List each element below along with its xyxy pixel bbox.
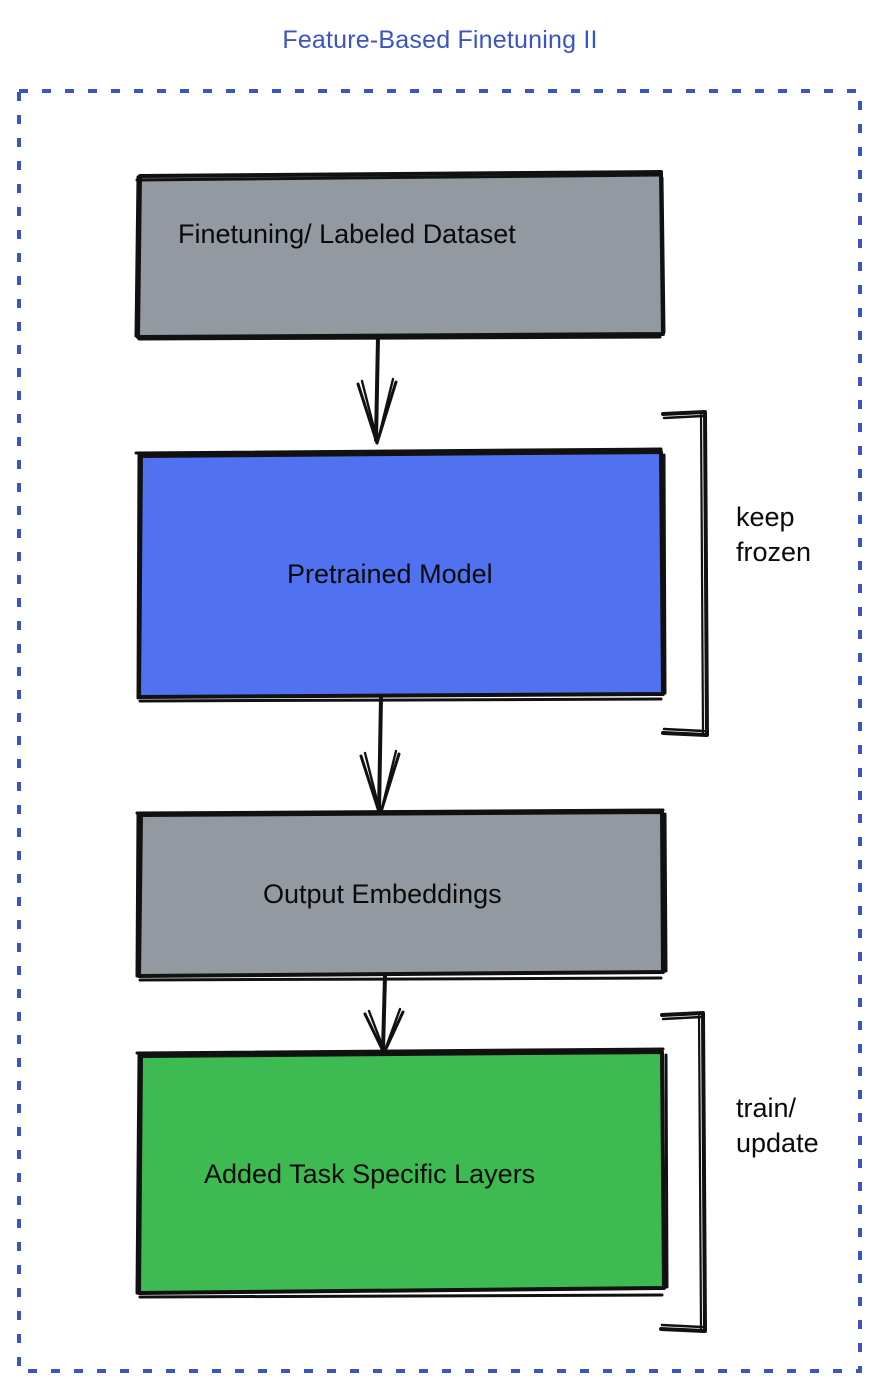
node-added-shape xyxy=(137,1050,666,1295)
annotation-keep-frozen-line1: keep xyxy=(736,502,795,532)
node-embeddings-sketch-stroke xyxy=(135,808,668,982)
node-pretrained-sketch-stroke xyxy=(134,447,667,703)
annotation-train-update-line1: train/ xyxy=(736,1093,797,1123)
node-embeddings-shape xyxy=(137,810,665,978)
page-title: Feature-Based Finetuning II xyxy=(282,26,598,54)
node-output-embeddings[interactable] xyxy=(135,808,668,982)
node-added-task-layers[interactable] xyxy=(135,1047,669,1299)
dashed-container-border xyxy=(17,89,862,1373)
bracket-keep-frozen xyxy=(661,410,709,737)
node-dataset-shape xyxy=(136,170,665,339)
annotation-keep-frozen-line2: frozen xyxy=(736,537,812,567)
bracket-train-update xyxy=(659,1011,707,1333)
annotation-keep-frozen: keep frozen xyxy=(736,500,811,570)
arrow-embeddings-to-added xyxy=(363,974,405,1055)
node-pretrained-model[interactable] xyxy=(134,447,667,703)
annotation-train-update: train/ update xyxy=(736,1091,819,1161)
node-dataset[interactable] xyxy=(134,170,666,341)
arrow-pretrained-to-embeddings xyxy=(359,695,401,817)
arrow-dataset-to-pretrained xyxy=(356,335,398,445)
node-pretrained-shape xyxy=(137,450,665,699)
node-dataset-sketch-stroke xyxy=(134,173,666,341)
annotation-train-update-line2: update xyxy=(736,1128,819,1158)
node-added-sketch-stroke xyxy=(135,1047,669,1299)
